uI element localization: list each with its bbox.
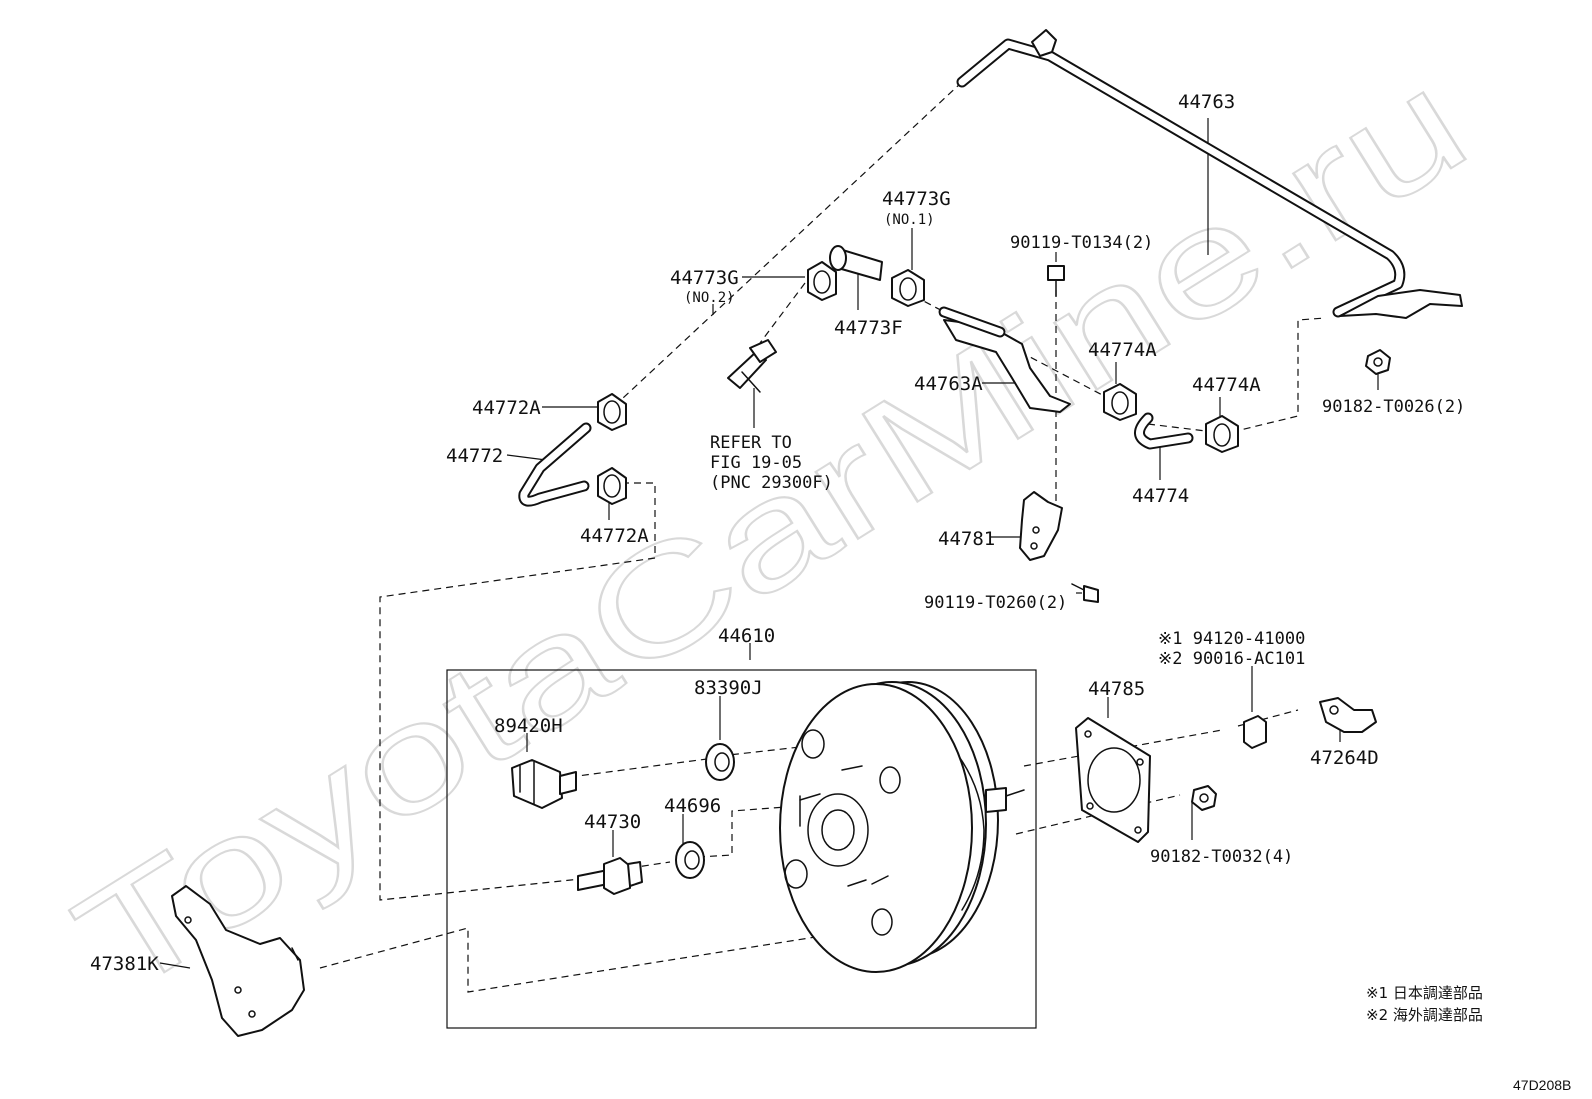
gasket-44785 (1075, 717, 1151, 843)
bracket-47381k (171, 885, 305, 1037)
label-90016-ac101: ※2 90016-AC101 (1158, 649, 1305, 669)
label-refer-to: REFER TO (710, 433, 792, 453)
label-44774a-1: 44774A (1088, 339, 1157, 361)
label-47264d: 47264D (1310, 747, 1379, 769)
check-valve-ref (727, 339, 777, 393)
note-1: ※1 日本調達部品 (1366, 984, 1483, 1002)
label-44610: 44610 (718, 625, 775, 647)
clamp-44773g-no1 (891, 269, 925, 307)
nut-90182-t0026 (1365, 349, 1391, 375)
bracket-47264d (1319, 697, 1377, 733)
label-83390j: 83390J (694, 677, 763, 699)
label-44785: 44785 (1088, 678, 1145, 700)
union-44730 (577, 857, 643, 895)
label-44772: 44772 (446, 445, 503, 467)
note-2: ※2 海外調達部品 (1366, 1006, 1483, 1024)
hose-44774 (1134, 412, 1194, 450)
label-44781: 44781 (938, 528, 995, 550)
grommet-44696 (675, 841, 705, 879)
label-44730: 44730 (584, 811, 641, 833)
clamp-44772a-1 (597, 393, 627, 431)
sensor-89420h (511, 759, 577, 809)
clamp-44774a-1 (1103, 383, 1137, 421)
label-fig-19-05: FIG 19-05 (710, 453, 802, 473)
brake-booster (779, 681, 1025, 973)
label-44773f: 44773F (834, 317, 903, 339)
union-44773f (829, 245, 883, 281)
label-44772a-2: 44772A (580, 525, 649, 547)
label-44763: 44763 (1178, 91, 1235, 113)
bolt-90119-t0260 (1071, 583, 1099, 603)
clamp-44774a-2 (1205, 415, 1239, 453)
label-44773g-no1-sub: (NO.1) (884, 212, 935, 228)
label-44774: 44774 (1132, 485, 1189, 507)
part-labels: 44763 44773G (NO.1) 44773G (NO.2) 44773F… (90, 91, 1465, 975)
label-90182-t0032: 90182-T0032(4) (1150, 847, 1293, 867)
grommet-83390j (705, 743, 735, 781)
label-89420h: 89420H (494, 715, 563, 737)
figure-code: 47D208B (1513, 1077, 1571, 1093)
label-44773g-no1: 44773G (882, 188, 951, 210)
spacer-94120-41000 (1243, 715, 1267, 749)
label-90119-t0260: 90119-T0260(2) (924, 593, 1067, 613)
assembly-box-44610 (446, 669, 1037, 1029)
label-44696: 44696 (664, 795, 721, 817)
label-90119-t0134: 90119-T0134(2) (1010, 233, 1153, 253)
nut-90182-t0032 (1191, 785, 1217, 811)
label-44773g-no2-sub: (NO.2) (684, 290, 735, 306)
pipe-bracket-44763a (938, 306, 1071, 413)
label-47381k: 47381K (90, 953, 159, 975)
clamp-44772a-2 (597, 467, 627, 505)
label-44774a-2: 44774A (1192, 374, 1261, 396)
procurement-notes: ※1 日本調達部品 ※2 海外調達部品 (1366, 984, 1483, 1024)
vacuum-pipe-44763 (956, 29, 1463, 319)
bracket-44781 (1019, 491, 1063, 561)
label-44773g-no2: 44773G (670, 267, 739, 289)
label-44763a: 44763A (914, 373, 983, 395)
label-90182-t0026: 90182-T0026(2) (1322, 397, 1465, 417)
label-44772a-1: 44772A (472, 397, 541, 419)
label-94120-41000: ※1 94120-41000 (1158, 629, 1305, 649)
label-pnc-29300f: (PNC 29300F) (710, 473, 833, 493)
hose-44772 (518, 422, 592, 507)
bolt-90119-t0134 (1047, 265, 1065, 297)
clamp-44773g-no2 (807, 261, 837, 301)
